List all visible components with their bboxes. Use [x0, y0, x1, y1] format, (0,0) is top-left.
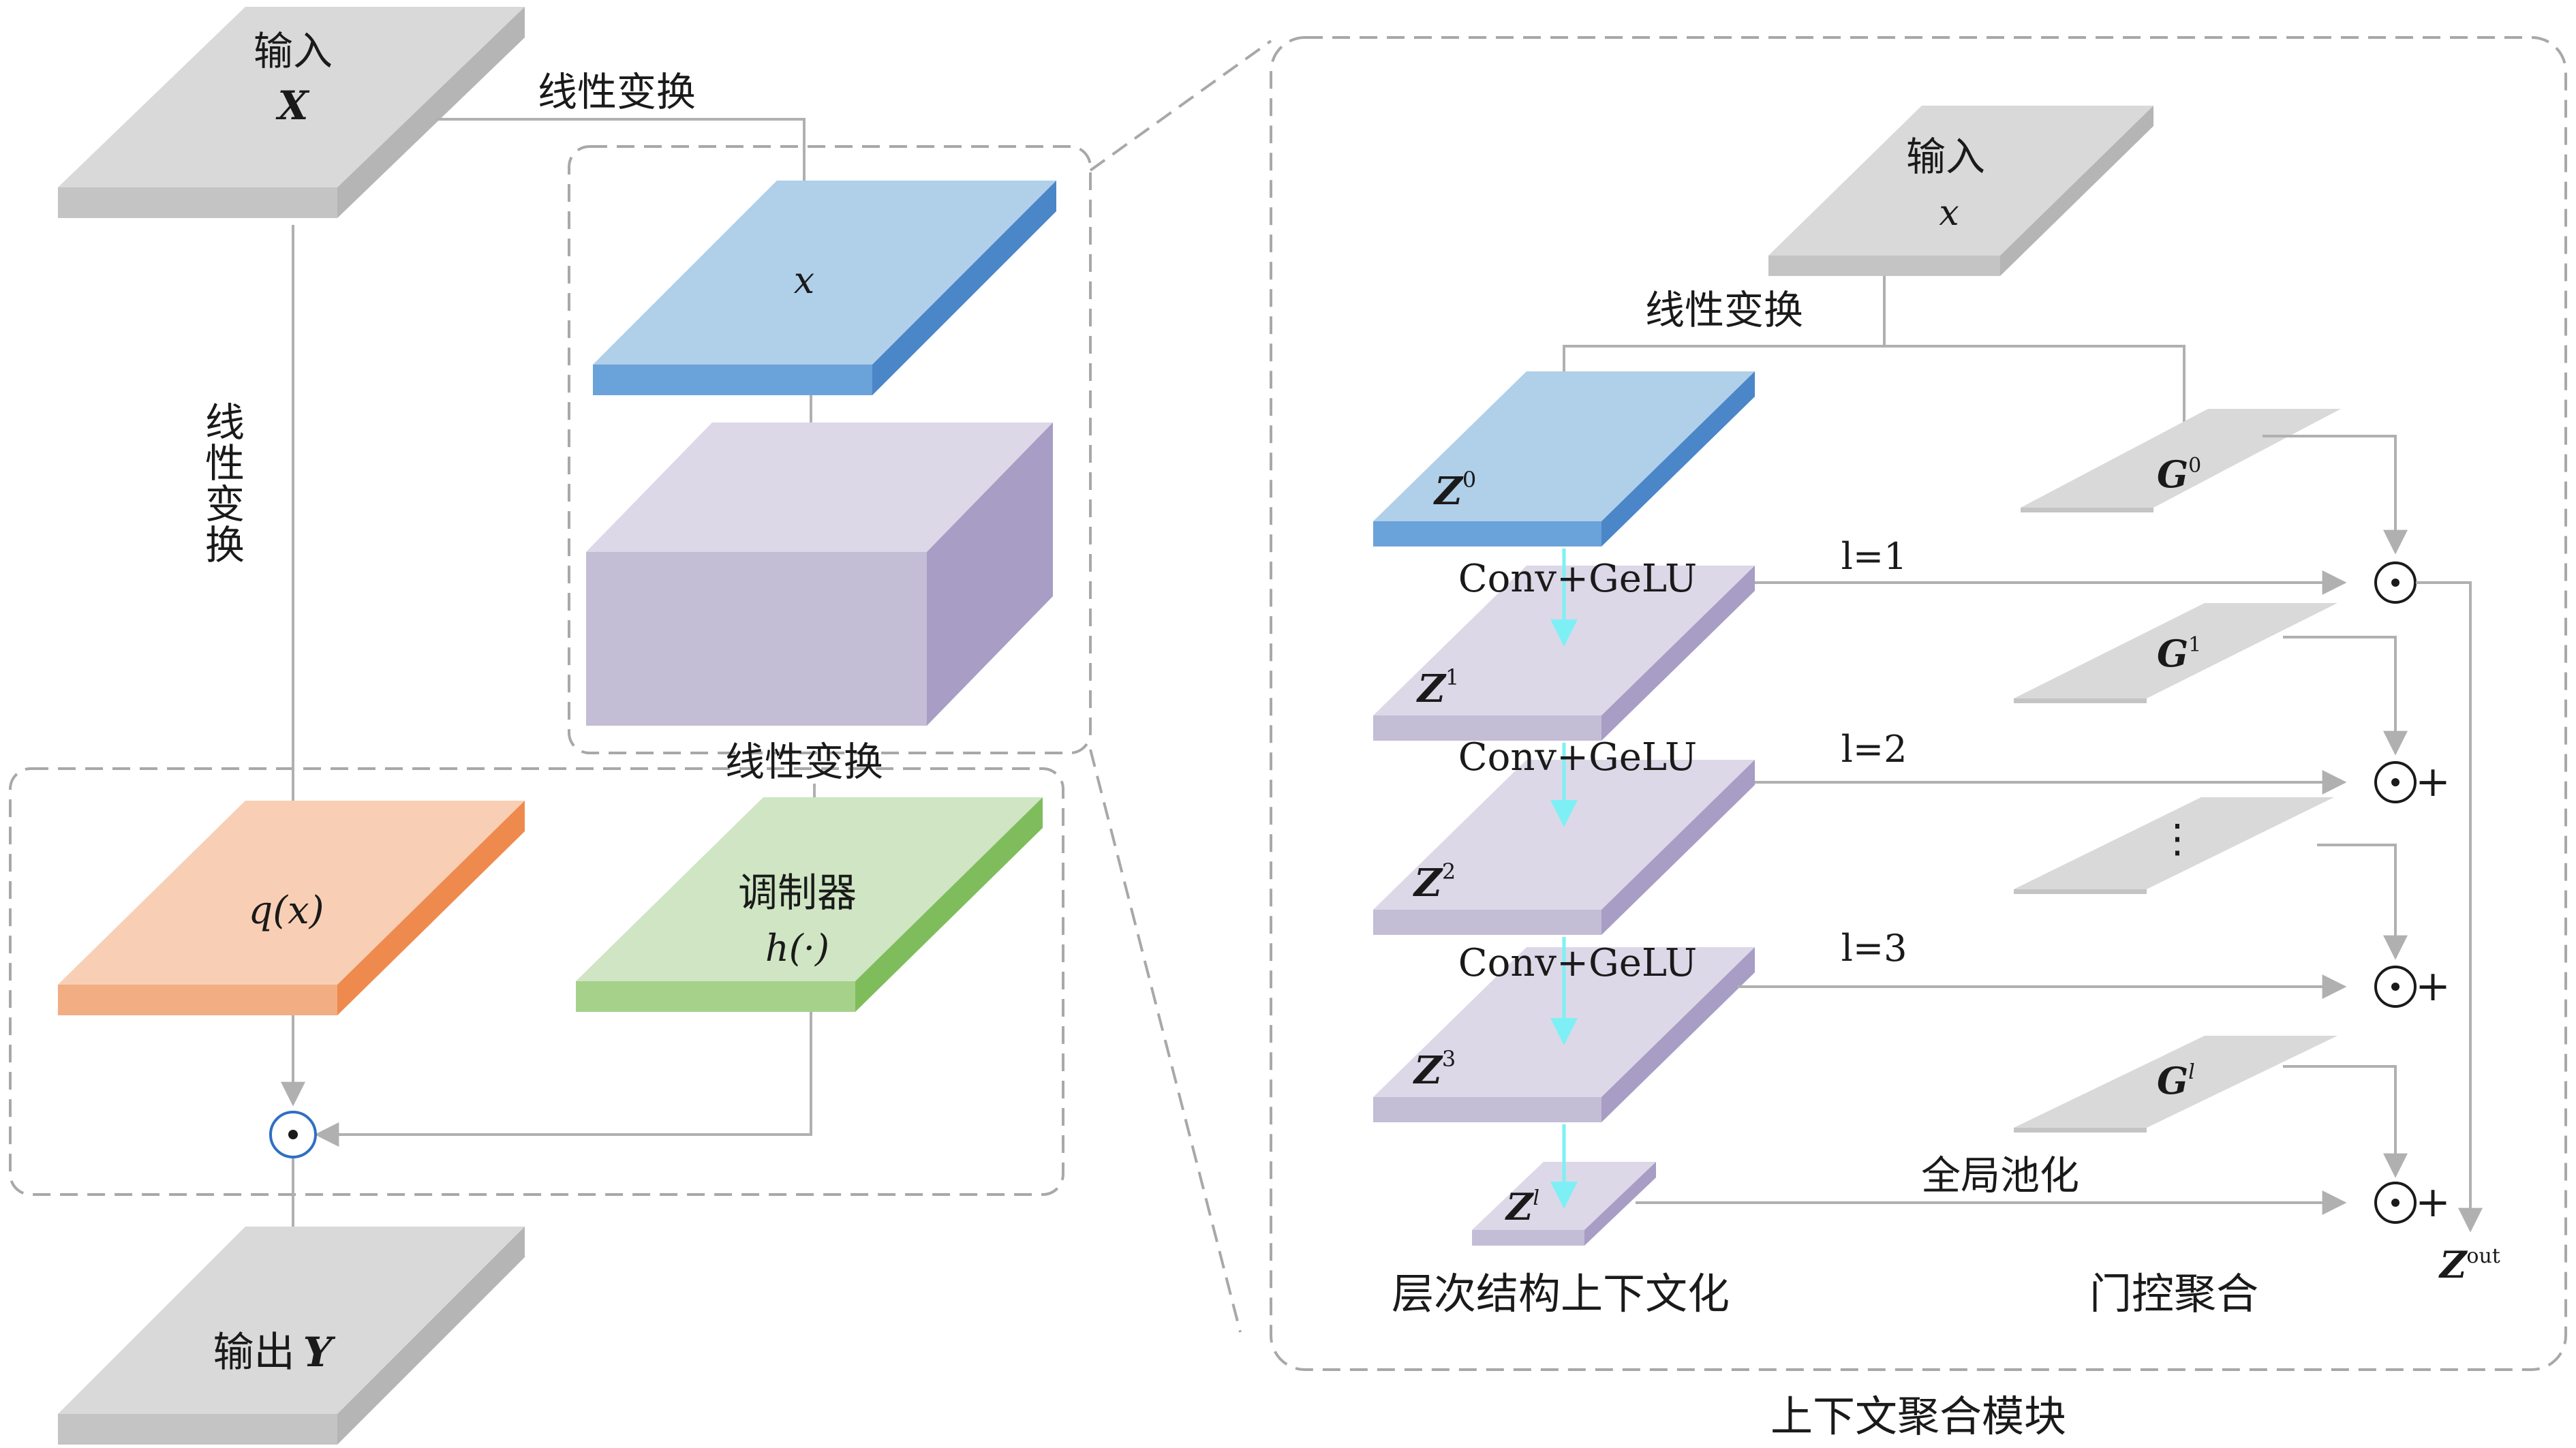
- plus-sign-4: +: [2415, 1177, 2451, 1227]
- z2-slab: [1373, 760, 1755, 935]
- right-odot-3: [2374, 966, 2417, 1008]
- zout-label: Zout: [2438, 1243, 2500, 1287]
- left-linear-mid-label: 线性变换: [725, 739, 883, 785]
- gl-slab: [2014, 1036, 2337, 1133]
- level-label-3: l=3: [1841, 927, 1907, 970]
- x-slab: [593, 181, 1056, 395]
- output-y-slab: [58, 1227, 525, 1445]
- arrow-gdots-to-odot: [2317, 844, 2408, 960]
- arrow-g1-to-odot: [2283, 636, 2408, 756]
- zl-label: Zl: [1505, 1185, 1539, 1229]
- output-group-box: [9, 767, 1064, 1196]
- modulator-func: h(·): [765, 927, 829, 970]
- right-odot-2: [2374, 761, 2417, 803]
- global-pool-label: 全局池化: [1921, 1152, 2079, 1199]
- arrow-to-zout: [2416, 581, 2483, 1233]
- g0-label: G0: [2157, 452, 2201, 496]
- context-cube: [586, 422, 1053, 726]
- left-x-label: x: [794, 259, 814, 302]
- right-linear-label: 线性变换: [1645, 287, 1803, 333]
- z0-label: Z0: [1433, 467, 1476, 514]
- q-slab: [58, 801, 525, 1015]
- input-x-slab: [58, 7, 525, 218]
- zoom-line-top: [1089, 40, 1272, 172]
- left-input-label: 输入: [254, 28, 333, 74]
- right-input-slab: [1768, 106, 2153, 276]
- arrow-g0-to-odot: [2263, 435, 2408, 555]
- arrow-modulator-to-odot: [314, 1012, 812, 1147]
- q-label: q(x): [248, 889, 324, 933]
- right-odot-4: [2374, 1182, 2417, 1224]
- arrow-gl-to-odot: [2283, 1065, 2408, 1178]
- level-label-2: l=2: [1841, 728, 1907, 771]
- conv-label-1: Conv+GeLU: [1458, 557, 1697, 601]
- gated-aggregation-label: 门控聚合: [2089, 1269, 2258, 1319]
- left-odot-operator: [269, 1111, 317, 1158]
- left-linear-vertical-1: 线: [205, 399, 245, 446]
- left-linear-vertical-3: 变: [205, 481, 245, 527]
- plus-sign-2: +: [2415, 756, 2451, 806]
- z1-label: Z1: [1416, 664, 1459, 711]
- z2-label: Z2: [1413, 859, 1456, 906]
- right-odot-1: [2374, 561, 2417, 604]
- g1-slab: [2014, 603, 2337, 703]
- modulator-slab: [576, 797, 1043, 1012]
- g0-slab: [2021, 409, 2341, 512]
- context-aggregation-module-box: [1270, 36, 2567, 1371]
- right-input-var: x: [1939, 193, 1959, 234]
- g1-label: G1: [2157, 632, 2201, 675]
- conv-label-3: Conv+GeLU: [1458, 941, 1697, 985]
- g-vdots: ⋮: [2158, 815, 2197, 861]
- modulator-label: 调制器: [738, 869, 857, 916]
- left-linear-top-label: 线性变换: [538, 69, 696, 115]
- modulation-group-box: [568, 145, 1092, 754]
- plus-sign-3: +: [2415, 961, 2451, 1011]
- level-label-1: l=1: [1841, 535, 1907, 578]
- module-caption: 上下文聚合模块: [1770, 1391, 2066, 1441]
- left-linear-vertical-4: 换: [205, 522, 245, 568]
- z0-slab: [1373, 371, 1755, 546]
- conv-label-2: Conv+GeLU: [1458, 735, 1697, 780]
- left-input-var: X: [275, 82, 309, 129]
- right-input-label: 输入: [1906, 134, 1985, 180]
- z3-label: Z3: [1413, 1046, 1456, 1093]
- g-dots-slab: [2014, 797, 2334, 894]
- hierarchical-context-label: 层次结构上下文化: [1392, 1269, 1730, 1319]
- zoom-line-bottom: [1089, 749, 1242, 1333]
- arrow-to-g0: [2172, 345, 2196, 452]
- gl-label: Gl: [2157, 1059, 2195, 1103]
- left-linear-vertical-2: 性: [205, 440, 245, 487]
